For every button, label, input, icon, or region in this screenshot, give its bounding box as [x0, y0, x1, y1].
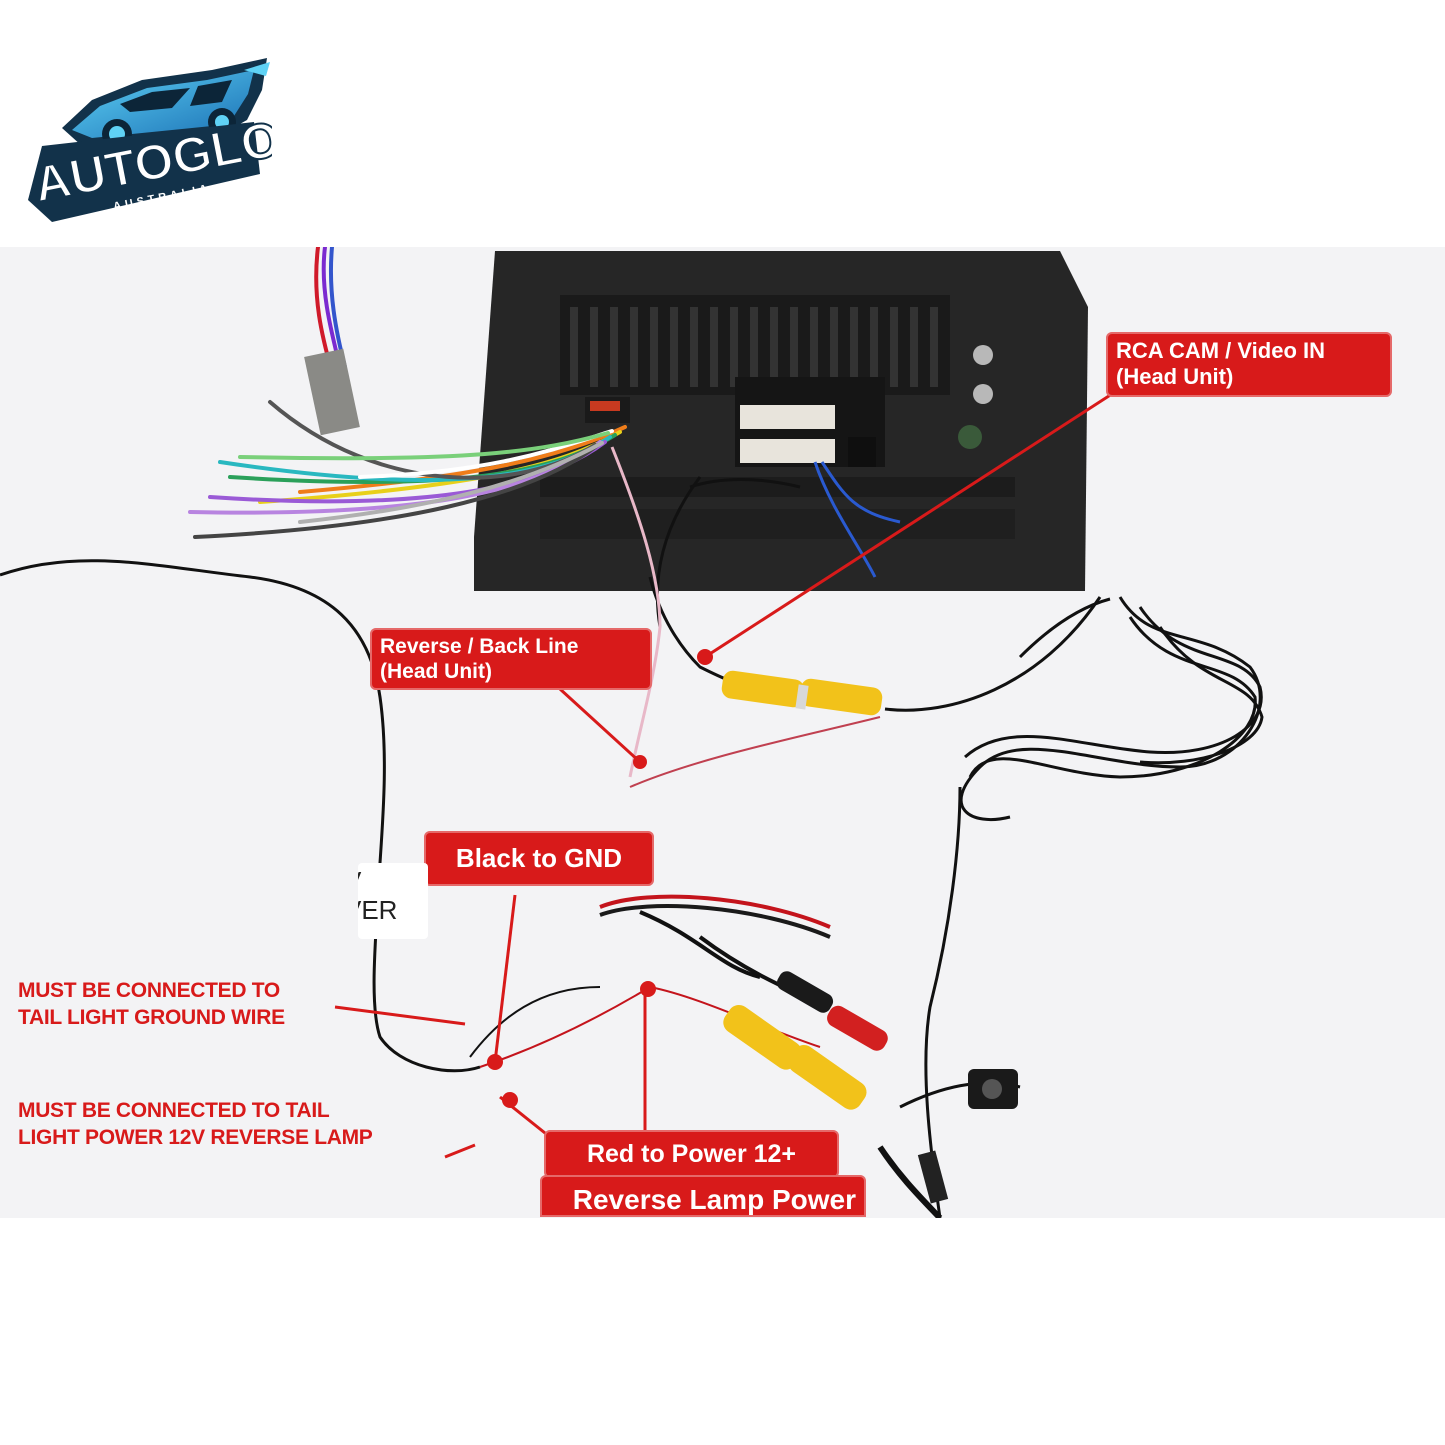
antenna-port-1 — [973, 345, 993, 365]
harness-plug — [304, 348, 360, 436]
wire-tag-line1: V — [358, 867, 428, 896]
connector-bottom — [740, 439, 835, 463]
wire-tag: V VER — [358, 863, 428, 939]
note-ground-line1: MUST BE CONNECTED TO — [18, 979, 280, 1002]
reverse-wire — [610, 446, 662, 778]
pointer-lines — [334, 390, 1116, 1159]
callout-reverse-line: Reverse / Back Line (Head Unit) — [370, 628, 652, 691]
wire-tag-line2: VER — [358, 894, 398, 925]
note-power-line2: LIGHT POWER 12V REVERSE LAMP — [18, 1126, 373, 1150]
note-ground-wire: MUST BE CONNECTED TO TAIL LIGHT GROUND W… — [18, 977, 285, 1032]
note-ground-line2: TAIL LIGHT GROUND WIRE — [18, 1006, 285, 1030]
connector-top — [740, 405, 835, 429]
callout-red-power: Red to Power 12+ — [544, 1130, 839, 1178]
rear-camera — [877, 1069, 1021, 1218]
callout-rca-line2: (Head Unit) — [1116, 364, 1234, 390]
callout-reverse-lamp: Reverse Lamp Power — [540, 1175, 866, 1217]
wiring-diagram — [0, 247, 1264, 1218]
reverse-extension — [629, 716, 881, 788]
note-power-wire: MUST BE CONNECTED TO TAIL LIGHT POWER 12… — [18, 1097, 373, 1152]
car-icon — [62, 58, 270, 149]
callout-rca-line1: RCA CAM / Video IN — [1116, 338, 1326, 363]
antenna-port-2 — [973, 384, 993, 404]
callout-reverse-line2: (Head Unit) — [380, 660, 492, 684]
power-plugs — [776, 971, 888, 1051]
callout-reverse-line1: Reverse / Back Line — [380, 635, 579, 658]
head-unit — [474, 251, 1088, 591]
rca-yellow-lower — [723, 1004, 867, 1110]
rca-cable-coil — [884, 596, 1264, 1218]
callout-rca-cam: RCA CAM / Video IN (Head Unit) — [1106, 332, 1392, 397]
blue-wires — [813, 461, 901, 578]
autoglo-logo: AUTOGLO AUSTRALIA — [28, 58, 272, 222]
callout-black-gnd: Black to GND — [424, 831, 654, 887]
note-power-line1: MUST BE CONNECTED TO TAIL — [18, 1099, 330, 1122]
rca-yellow-upper — [721, 670, 883, 716]
wiring-photo: RCA CAM / Video IN (Head Unit) Reverse /… — [0, 247, 1445, 1218]
pointer-dots — [487, 649, 713, 1108]
vent-slots — [570, 307, 938, 387]
gps-port — [958, 425, 982, 449]
